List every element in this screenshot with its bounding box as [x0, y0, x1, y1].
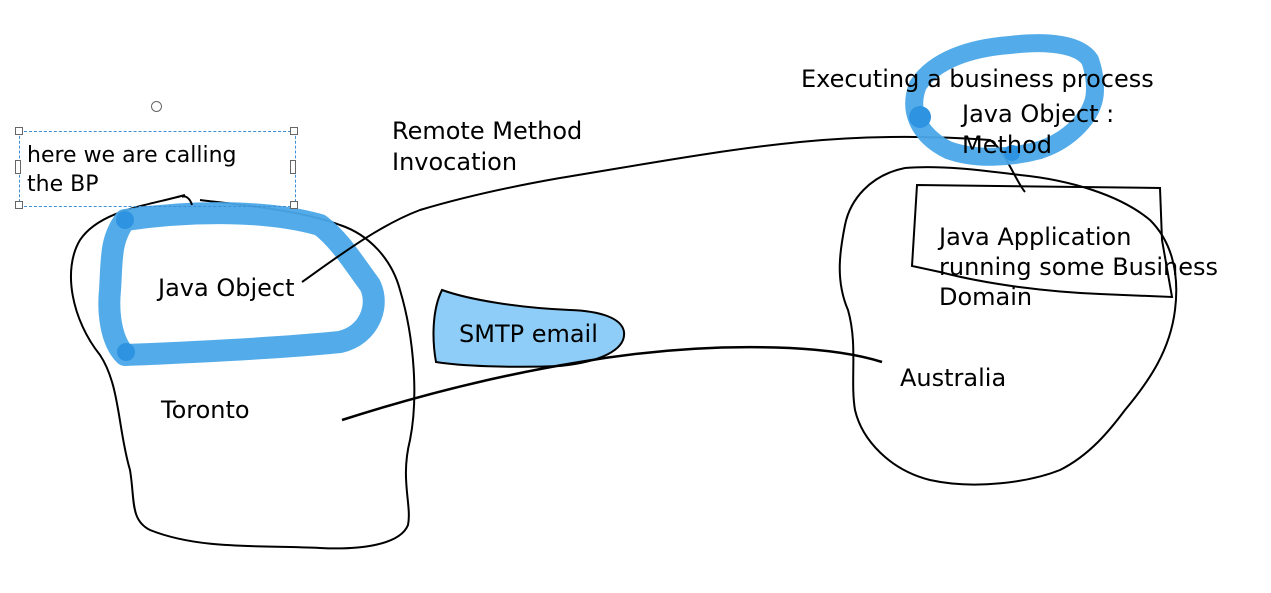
- calling-note-line2: the BP: [27, 172, 99, 197]
- australia-object-line1: Java Object :: [962, 100, 1115, 128]
- australia-highlight-dot-bottom: [1004, 145, 1020, 161]
- resize-handle-bottom-left[interactable]: [15, 201, 23, 209]
- australia-highlight-dot-left: [909, 106, 931, 128]
- resize-handle-top-left[interactable]: [15, 127, 23, 135]
- resize-handle-left[interactable]: [15, 160, 21, 174]
- australia-region-outline: [838, 166, 1178, 486]
- toronto-region-outline: [69, 194, 416, 550]
- java-application-box: [910, 183, 1174, 299]
- calling-note-line1: here we are calling: [27, 143, 237, 168]
- rmi-connector-line: [301, 135, 1026, 283]
- toronto-object-label: Java Object: [158, 274, 295, 302]
- toronto-label: Toronto: [161, 396, 250, 424]
- app-line1: Java Application: [939, 223, 1132, 251]
- resize-handle-bottom-right[interactable]: [290, 201, 298, 209]
- toronto-highlight-dot-top: [116, 211, 134, 229]
- smtp-label: SMTP email: [459, 320, 598, 348]
- rmi-line2: Invocation: [392, 148, 518, 176]
- australia-object-highlight: [905, 34, 1105, 166]
- rmi-label: Remote Method Invocation: [392, 116, 582, 178]
- resize-handle-top-right[interactable]: [290, 127, 298, 135]
- java-application-label: Java Application running some Business D…: [939, 222, 1218, 312]
- executing-label: Executing a business process: [801, 65, 1154, 93]
- calling-note-text[interactable]: here we are calling the BP: [27, 141, 236, 199]
- australia-object-label: Java Object : Method: [962, 99, 1114, 161]
- app-line3: Domain: [939, 283, 1033, 311]
- australia-object-line2: Method: [962, 131, 1053, 159]
- resize-handle-right[interactable]: [290, 160, 296, 174]
- toronto-highlight-dot-bottom: [117, 343, 135, 361]
- rmi-connector-hook: [181, 195, 193, 206]
- smtp-shape: [432, 288, 626, 368]
- australia-label: Australia: [900, 364, 1007, 392]
- rmi-line1: Remote Method: [392, 117, 583, 145]
- app-line2: running some Business: [939, 253, 1219, 281]
- smtp-connector-line: [341, 345, 883, 422]
- toronto-object-highlight: [98, 202, 385, 366]
- rotate-handle[interactable]: [151, 101, 162, 112]
